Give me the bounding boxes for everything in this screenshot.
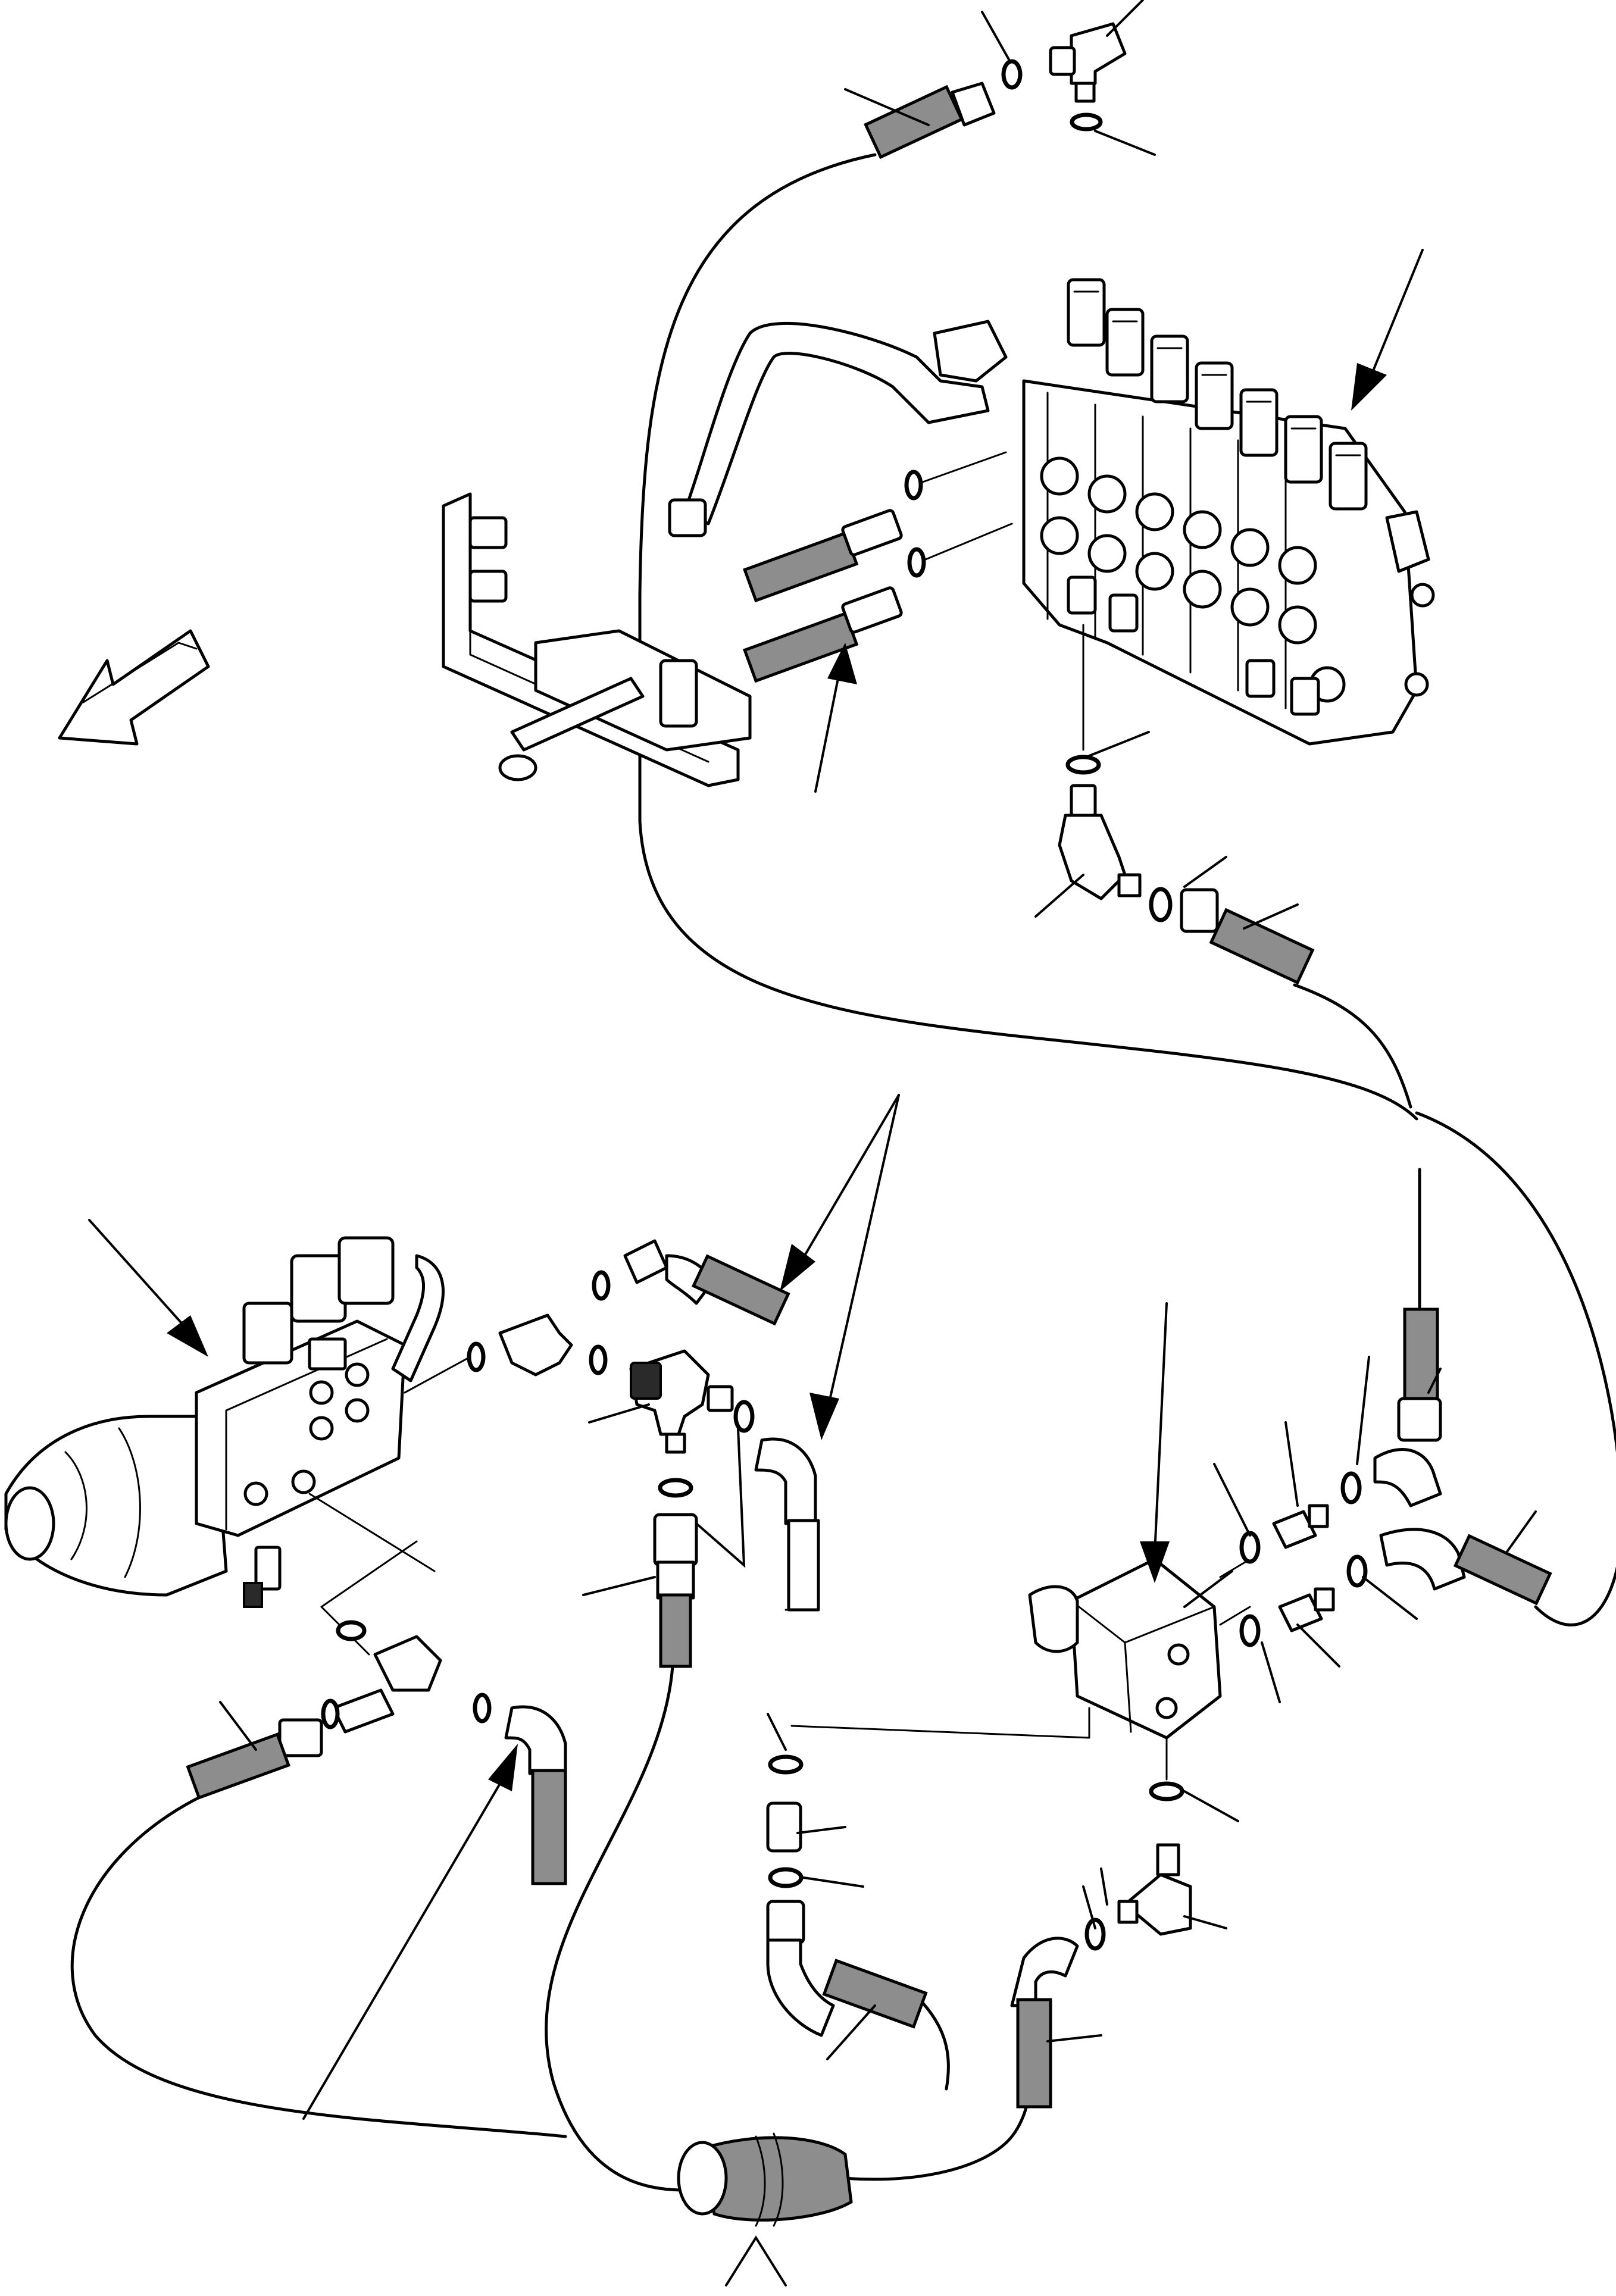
top-hose-end: [864, 85, 964, 159]
valve-steel-pipe: [683, 321, 990, 525]
valve-bottom-elbow: [1058, 624, 1315, 985]
bottom-hose-end: [1209, 908, 1315, 985]
bracket-plate: [442, 492, 740, 787]
hose-left-end: [186, 1732, 290, 1800]
bracket-bolt-2: [468, 570, 508, 603]
leader-lines: [88, 0, 1537, 2286]
o-ring-bottom-2: [1149, 887, 1173, 922]
solenoid-valve-assembly: [4, 1236, 445, 1608]
hose-nut-center: [653, 1513, 698, 1567]
valve-inlet-hoses: [742, 451, 1013, 683]
hose-line-center-loop: [545, 1665, 686, 2192]
tee-fitting-lower: [373, 1635, 442, 1692]
center-bottom-fittings: [766, 1707, 1090, 2037]
elbow-center-bottom: [766, 1938, 835, 2037]
solenoid-coil-1: [290, 1254, 347, 1323]
hose-line-valve-outlet: [1293, 983, 1412, 1109]
hose-line-right-return: [1415, 1111, 1616, 1626]
hose-center-bottom: [822, 1959, 928, 2029]
bottom-nut: [1180, 888, 1219, 933]
elbow-lower-left: [504, 1705, 567, 1775]
mounting-rod: [510, 677, 645, 752]
hose-line-left-loop: [70, 1795, 567, 2138]
front-direction-arrow-icon: [58, 629, 210, 746]
o-ring-bottom-1: [1065, 755, 1101, 775]
elbow-upper: [1070, 22, 1127, 85]
rod-clamp: [659, 659, 698, 728]
diverter-solenoid-plug: [1028, 1585, 1079, 1653]
motor-cone: [4, 1415, 228, 1597]
elbow-diverter-upper: [1373, 1448, 1442, 1507]
valve-sections: [1046, 392, 1287, 709]
hose-center-vertical: [659, 1593, 692, 1668]
pipe-nut: [668, 498, 707, 537]
solenoid-coil-2: [337, 1236, 395, 1305]
lower-left-tee: [186, 1493, 567, 1885]
fitting-adapter-2: [1278, 1593, 1323, 1632]
fitting-adapter-1: [1272, 1510, 1317, 1549]
frame-bracket: [442, 492, 752, 787]
diverter-block: [1010, 1307, 1552, 2109]
o-ring-top-1: [1001, 59, 1023, 90]
o-ring-top-2: [1070, 112, 1103, 132]
solenoid-fittings: [404, 1239, 820, 1668]
top-elbow-fitting: [864, 22, 1127, 159]
valve-spool-caps: [1067, 278, 1368, 511]
valve-mount-tabs: [933, 320, 1435, 697]
diverter-box: [1070, 1557, 1222, 1740]
elbow-lower-right: [1010, 1937, 1079, 2007]
valve-plunger-bottom: [1067, 575, 1320, 716]
tee-fitting-upper: [498, 1313, 573, 1377]
bracket-rail: [534, 629, 752, 752]
bracket-bolt-1: [468, 516, 508, 549]
hose-line-top-loop: [638, 153, 1418, 1121]
hose-lines: [70, 153, 1616, 2192]
elbow-right-solenoid: [754, 1437, 817, 1525]
elbow-diverter-lower: [1379, 1528, 1466, 1591]
valve-block: [195, 1319, 407, 1537]
solenoid-wire-harness: [391, 1254, 445, 1382]
bottom-elbow: [1058, 814, 1127, 900]
hose-lower-right: [1016, 1998, 1052, 2109]
hose-clamp-sleeve: [677, 2132, 853, 2227]
elbow-diverter-bottom: [1123, 1873, 1192, 1936]
control-valve-bank: [668, 278, 1435, 746]
sleeve-body: [701, 2136, 853, 2222]
